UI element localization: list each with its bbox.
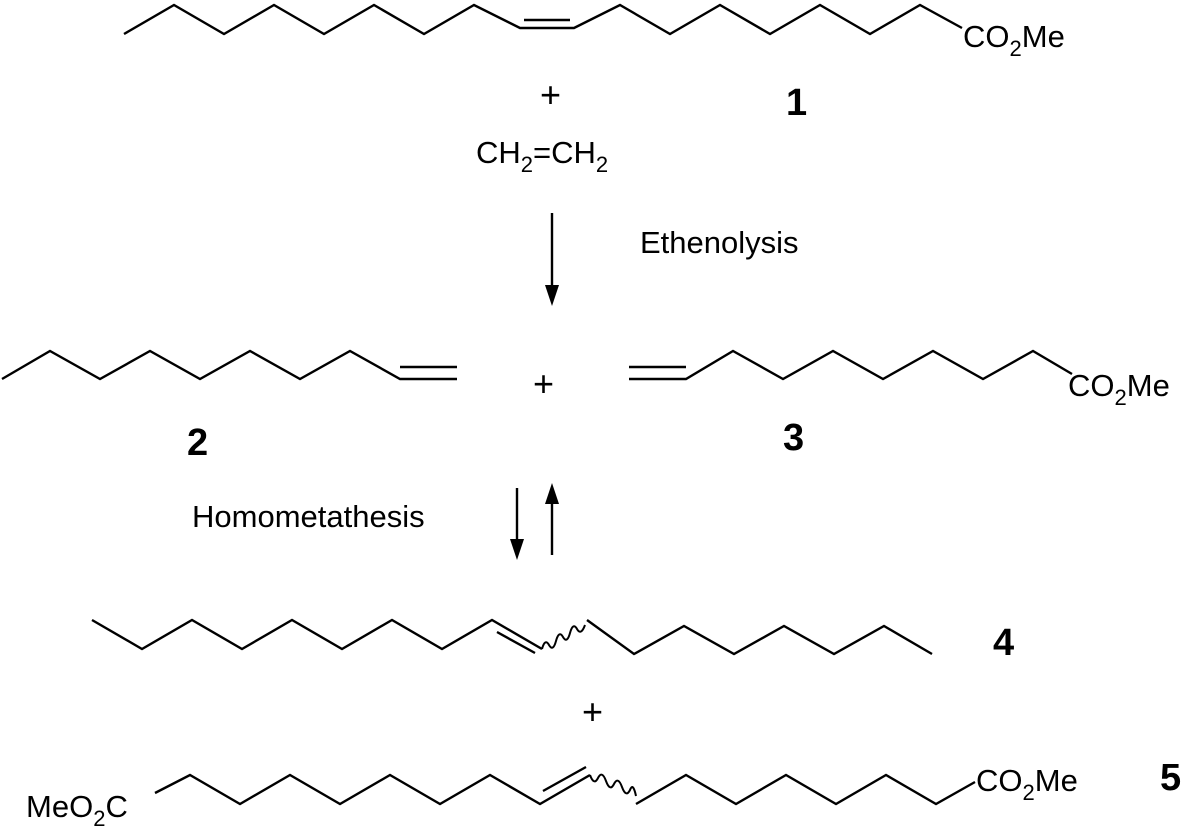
ethenolysis-label: Ethenolysis (640, 225, 799, 260)
compound-1-ester-label: CO2Me (963, 19, 1065, 61)
compound-4-chain-right (586, 619, 933, 656)
homometathesis-label: Homometathesis (192, 499, 425, 534)
compound-5-chain-left (154, 773, 591, 806)
compound-1-chain (123, 3, 963, 36)
compound-3-number: 3 (783, 417, 804, 459)
ethenolysis-arrow (545, 213, 559, 306)
compound-1-number: 1 (786, 82, 807, 124)
compound-4-wavy-bond (541, 624, 586, 650)
compound-3-chain (629, 349, 1073, 381)
compound-2-structure: 2 (1, 349, 457, 464)
compound-5-right-ester-label: CO2Me (976, 763, 1078, 805)
plus-sign-2: + (533, 363, 554, 404)
compound-4-structure: 4 (91, 618, 1014, 664)
plus-sign-3: + (582, 691, 603, 732)
compound-4-double-bond-inner (496, 630, 536, 655)
compound-5-structure: MeO2C CO2Me 5 (26, 757, 1181, 831)
equilibrium-arrows (510, 483, 559, 560)
compound-1-structure: CO2Me 1 (123, 3, 1065, 124)
compound-5-double-bond-inner (542, 765, 587, 793)
compound-2-number: 2 (187, 422, 208, 464)
compound-5-number: 5 (1160, 757, 1181, 799)
compound-3-structure: CO2Me 3 (629, 349, 1170, 459)
compound-3-ester-label: CO2Me (1068, 368, 1170, 410)
compound-5-left-ester-label: MeO2C (26, 789, 128, 831)
compound-5-wavy-bond (589, 773, 637, 797)
ethylene-reagent: CH2=CH2 (476, 135, 608, 177)
compound-4-number: 4 (993, 622, 1014, 664)
compound-4-chain-left (91, 618, 543, 651)
compound-5-chain-right (635, 773, 976, 806)
compound-2-chain (1, 349, 457, 381)
plus-sign-1: + (540, 74, 561, 115)
